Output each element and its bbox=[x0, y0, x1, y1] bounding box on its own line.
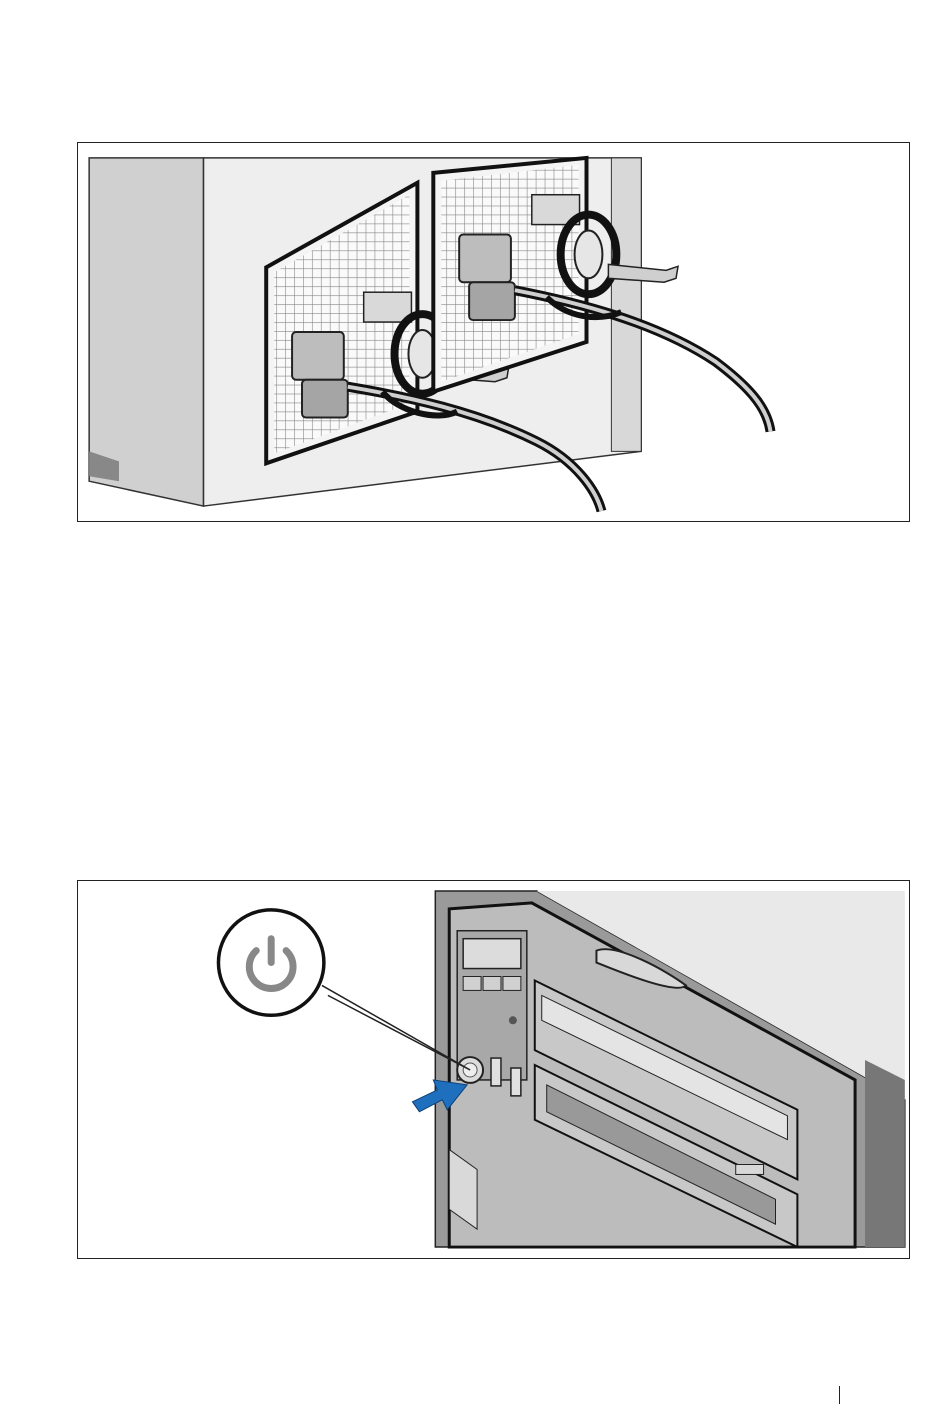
page-edge-marker bbox=[839, 1386, 840, 1404]
power-button-illustration bbox=[78, 881, 909, 1258]
figure-power-cable-connection bbox=[77, 142, 910, 522]
power-icon-callout bbox=[218, 910, 470, 1070]
figure-power-button-press bbox=[77, 880, 910, 1259]
power-cable-illustration bbox=[78, 143, 909, 521]
